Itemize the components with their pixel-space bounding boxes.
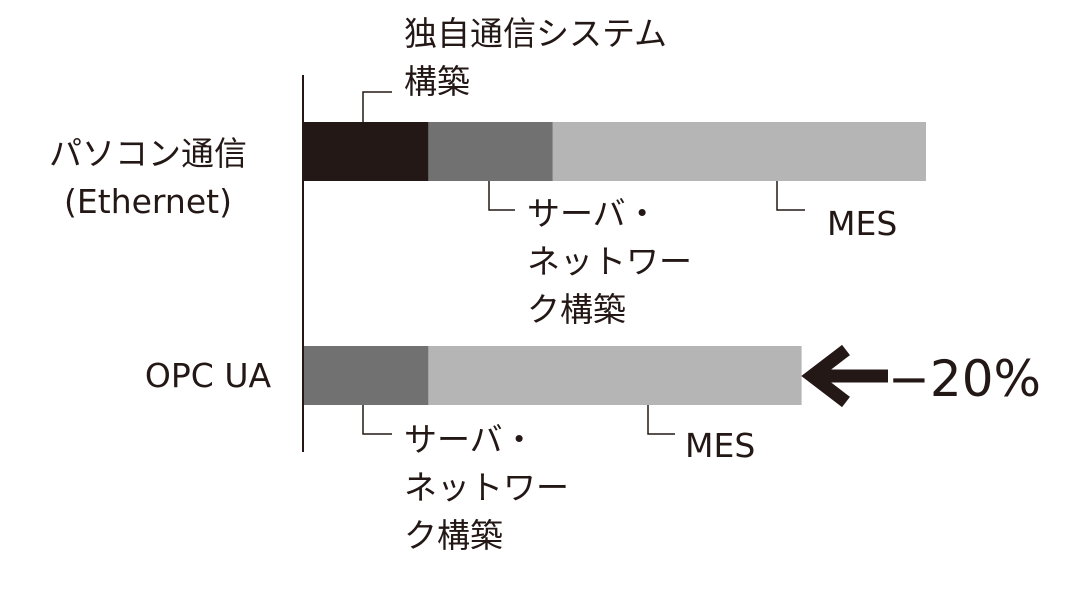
label-line: MES [685, 426, 756, 465]
category-label-line: (Ethernet) [64, 182, 232, 221]
arrow-icon [801, 344, 888, 408]
label-line: 構築 [404, 62, 470, 101]
label-line: 独自通信システム [404, 14, 668, 53]
label-server-bar2: サーバ・ ネットワー ク構築 [404, 416, 569, 560]
label-line: MES [827, 204, 898, 243]
label-line: ネットワー [404, 468, 569, 507]
bar-segment-1-3 [552, 122, 926, 181]
bar-segment-2-2 [304, 346, 429, 405]
label-mes-bar2: MES [685, 422, 755, 470]
category-label-line: パソコン通信 [49, 134, 247, 173]
leader-lines [362, 91, 805, 435]
bar-segment-1-2 [428, 122, 553, 181]
leader-mes-bar2 [647, 405, 675, 435]
label-line: サーバ・ [404, 420, 536, 459]
leader-server-bar1 [488, 181, 515, 211]
label-line: ク構築 [527, 290, 626, 329]
bar-segment-2-3 [428, 346, 802, 405]
label-line: ク構築 [404, 516, 503, 555]
leader-server-bar2 [362, 405, 392, 435]
label-line: サーバ・ [527, 194, 659, 233]
label-server-bar1: サーバ・ ネットワー ク構築 [527, 190, 692, 334]
leader-mes-bar1 [776, 181, 805, 211]
leader-own-bar1 [362, 91, 392, 122]
bar-segment-1-1 [304, 122, 429, 181]
label-line: ネットワー [527, 242, 692, 281]
category-label-line: OPC UA [144, 356, 272, 395]
reduction-label: −20% [888, 350, 1042, 408]
label-mes-bar1: MES [827, 200, 897, 248]
label-own-bar1: 独自通信システム 構築 [404, 10, 667, 106]
category-label-pc: パソコン通信 (Ethernet) [18, 130, 278, 226]
category-label-opcua: OPC UA [78, 352, 338, 400]
